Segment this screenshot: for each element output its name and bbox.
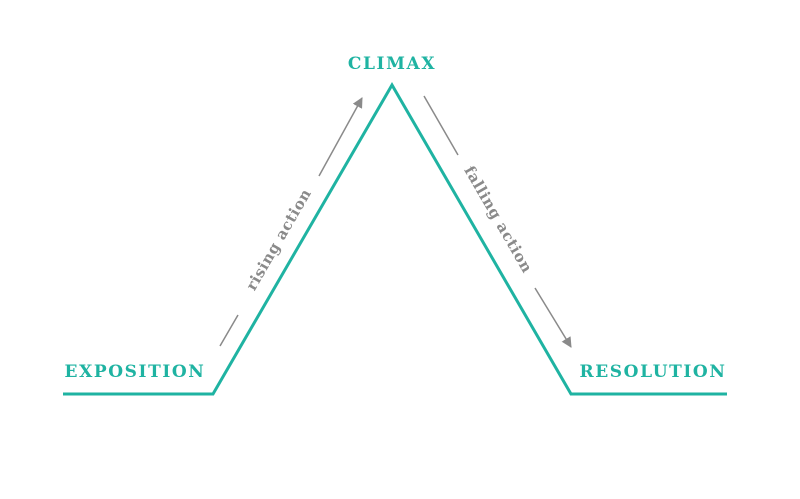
falling-action-label: falling action — [460, 163, 536, 277]
exposition-label: EXPOSITION — [65, 362, 206, 382]
resolution-label: RESOLUTION — [580, 362, 727, 382]
falling-arrow-head — [534, 287, 572, 348]
rising-arrow-tail — [219, 314, 239, 347]
plot-line — [63, 82, 727, 396]
falling-arrow-tail — [423, 95, 459, 156]
climax-label: CLIMAX — [348, 54, 436, 74]
rising-arrow-head — [318, 97, 363, 177]
